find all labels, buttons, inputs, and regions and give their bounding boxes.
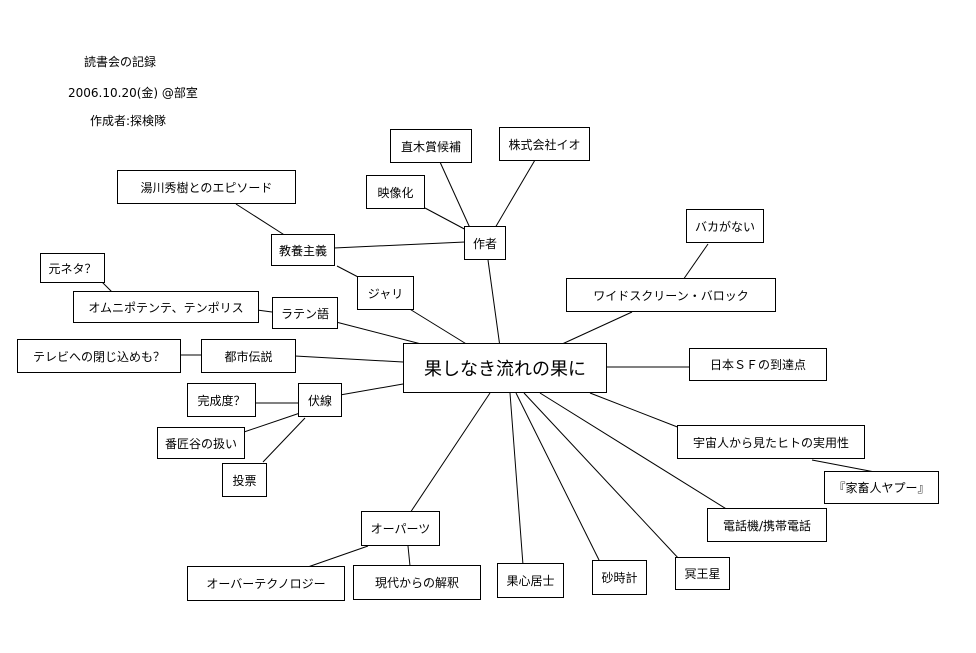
connector-line (256, 309, 273, 313)
connector-line (515, 392, 601, 563)
connector-line (407, 307, 469, 346)
node-naoki: 直木賞候補 (390, 129, 472, 163)
node-tv: テレビへの閉じ込めも？ (17, 339, 181, 373)
connector-line (407, 545, 411, 567)
connector-line (439, 161, 471, 229)
connector-line (335, 321, 426, 346)
node-kabushiki: 株式会社イオ (499, 127, 590, 161)
node-touhyou: 投票 (222, 463, 267, 497)
connector-line (262, 417, 306, 463)
node-eizoka: 映像化 (366, 175, 425, 209)
connector-line (523, 392, 681, 561)
node-sakusha: 作者 (464, 226, 506, 260)
node-ootech: オーバーテクノロジー (187, 566, 345, 601)
connector-line (424, 207, 471, 233)
connector-line (240, 412, 301, 434)
node-omuni: オムニポテンテ、テンポリス (73, 291, 259, 323)
node-kachiku: 『家畜人ヤプー』 (824, 471, 939, 504)
meeting-date: 2006.10.20(金) @部室 (68, 86, 198, 100)
node-banshou: 番匠谷の扱い (157, 427, 245, 459)
node-gendai: 現代からの解釈 (353, 565, 481, 600)
connector-line (589, 392, 681, 429)
connector-line (333, 241, 466, 249)
connector-line (559, 311, 633, 346)
node-kashin: 果心居士 (497, 563, 564, 598)
node-nihon: 日本ＳＦの到達点 (689, 348, 827, 381)
connector-line (494, 159, 536, 229)
record-title: 読書会の記録 (84, 55, 157, 69)
node-kansei: 完成度？ (187, 383, 256, 417)
connector-line (336, 265, 361, 279)
central-node: 果しなき流れの果に (403, 343, 607, 393)
node-meiou: 冥王星 (675, 557, 730, 590)
connector-line (339, 383, 404, 396)
connector-line (682, 243, 709, 281)
node-kyoyo: 教養主義 (271, 234, 335, 266)
node-yukawa: 湯川秀樹とのエピソード (117, 170, 296, 204)
node-denwa: 電話機/携帯電話 (707, 508, 827, 542)
connector-line (235, 203, 287, 237)
node-uchuujin: 宇宙人から見たヒトの実用性 (677, 425, 865, 459)
connector-line (509, 392, 524, 566)
node-fukusen: 伏線 (298, 383, 342, 417)
node-baka: バカがない (686, 209, 764, 243)
connector-line (811, 459, 881, 474)
node-moto: 元ネタ？ (40, 253, 105, 283)
node-latin: ラテン語 (272, 297, 338, 329)
connector-line (487, 259, 501, 348)
connector-line (294, 355, 404, 363)
node-jari: ジャリ (357, 276, 414, 310)
node-sunadokei: 砂時計 (592, 560, 647, 595)
connector-line (304, 545, 369, 569)
node-toshi: 都市伝説 (201, 339, 296, 373)
connector-line (409, 392, 491, 514)
author-line: 作成者:探検隊 (90, 114, 167, 128)
node-wide: ワイドスクリーン・バロック (566, 278, 776, 312)
node-ooparts: オーパーツ (361, 511, 440, 546)
connector-line (539, 392, 729, 511)
